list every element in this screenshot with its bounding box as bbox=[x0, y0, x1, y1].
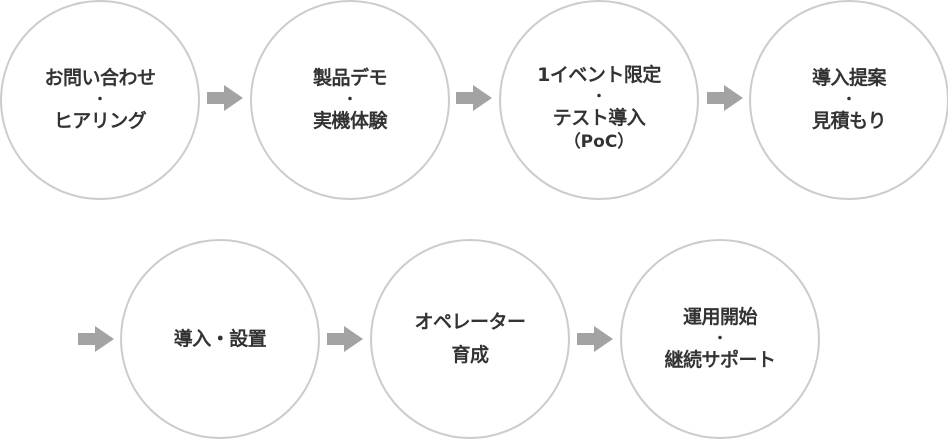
right-arrow-icon bbox=[78, 326, 114, 352]
step-test-introduction: 1イベント限定 ・ テスト導入 （PoC） bbox=[499, 0, 699, 200]
step-separator: ・ bbox=[93, 92, 107, 108]
step-label-line2: 見積もり bbox=[811, 110, 887, 132]
step-separator: ・ bbox=[842, 92, 856, 108]
step-separator: ・ bbox=[592, 89, 606, 105]
right-arrow-icon bbox=[707, 85, 743, 111]
step-label-line1: 運用開始 bbox=[682, 306, 758, 328]
right-arrow-icon bbox=[577, 326, 613, 352]
step-label-line2: 継続サポート bbox=[664, 349, 776, 371]
step-label-line1: 導入・設置 bbox=[173, 327, 267, 350]
step-label-line2: テスト導入 bbox=[552, 107, 646, 129]
step-label-line2: 育成 bbox=[451, 344, 489, 366]
right-arrow-icon bbox=[456, 85, 492, 111]
step-separator: ・ bbox=[343, 92, 357, 108]
right-arrow-icon bbox=[207, 85, 243, 111]
step-inquiry-hearing: お問い合わせ ・ ヒアリング bbox=[0, 0, 200, 200]
step-product-demo: 製品デモ ・ 実機体験 bbox=[250, 0, 450, 200]
step-label-line1: お問い合わせ bbox=[44, 67, 156, 89]
step-label-line1: 製品デモ bbox=[312, 67, 388, 89]
step-label-line1: オペレーター bbox=[414, 311, 526, 333]
right-arrow-icon bbox=[327, 326, 363, 352]
step-operator-training: オペレーター 育成 bbox=[370, 239, 570, 439]
step-label-line2: 実機体験 bbox=[312, 110, 388, 132]
step-operation-support: 運用開始 ・ 継続サポート bbox=[620, 239, 820, 439]
step-label-line1: 導入提案 bbox=[811, 67, 887, 89]
step-proposal-estimate: 導入提案 ・ 見積もり bbox=[749, 0, 948, 200]
step-label-line2: ヒアリング bbox=[53, 110, 147, 132]
step-label-line1: 1イベント限定 bbox=[537, 64, 661, 86]
step-note-poc: （PoC） bbox=[563, 132, 635, 152]
step-installation: 導入・設置 bbox=[120, 239, 320, 439]
step-separator: ・ bbox=[713, 331, 727, 347]
